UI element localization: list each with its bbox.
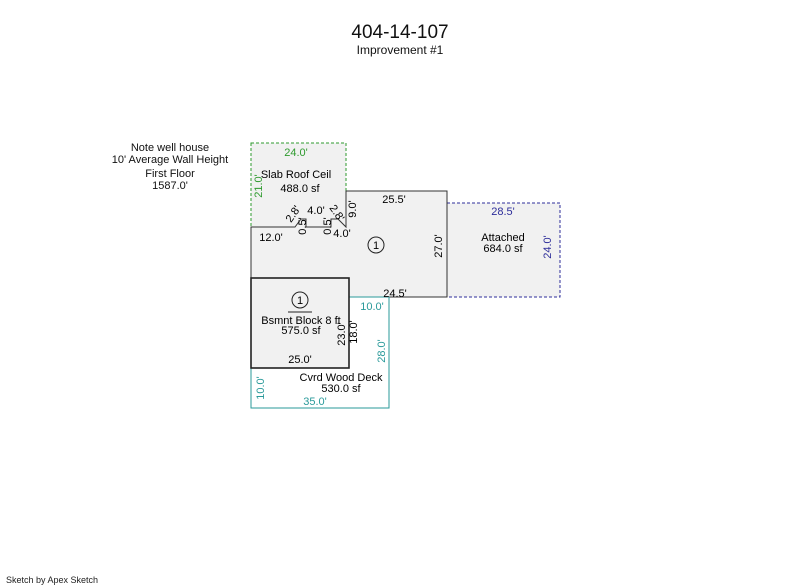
basement-area bbox=[250, 277, 350, 369]
floor-bottom-dim: 24.5' bbox=[383, 288, 407, 300]
deck-inner-dim: 18.0' bbox=[348, 320, 360, 344]
basement-bottom-dim: 25.0' bbox=[288, 354, 312, 366]
deck-bottom-dim: 35.0' bbox=[303, 396, 327, 408]
floor-notch-dim-b: 4.0' bbox=[333, 228, 350, 240]
floor-jog-dim-a: 0.5' bbox=[297, 217, 309, 234]
note-well-house: Note well house bbox=[130, 142, 210, 154]
attached-name: Attached bbox=[481, 232, 524, 244]
floor-marker-label: 1 bbox=[373, 240, 379, 252]
footer-credit: Sketch by Apex Sketch bbox=[6, 575, 99, 585]
basement-right-dim: 23.0' bbox=[336, 322, 348, 346]
note-wall-height: 10' Average Wall Height bbox=[111, 154, 229, 166]
floor-right-dim: 27.0' bbox=[433, 234, 445, 258]
floor-jog-dim-b: 0.5' bbox=[322, 217, 334, 234]
sketch-title: 404-14-107 bbox=[351, 22, 449, 43]
attached-top-dim: 28.5' bbox=[491, 206, 515, 218]
slab-name: Slab Roof Ceil bbox=[261, 169, 331, 181]
basement-marker-label: 1 bbox=[297, 295, 303, 307]
slab-left-dim: 21.0' bbox=[253, 174, 265, 198]
deck-area-label: 530.0 sf bbox=[321, 383, 361, 395]
floor-notch-dim-a: 4.0' bbox=[307, 205, 324, 217]
floor-step-dim: 9.0' bbox=[347, 200, 359, 217]
basement-marker-circle bbox=[291, 291, 309, 309]
attached-area-label: 684.0 sf bbox=[483, 243, 523, 255]
note-first-floor: First Floor bbox=[145, 168, 195, 180]
basement-area-label: 575.0 sf bbox=[281, 325, 321, 337]
floor-left-dim: 12.0' bbox=[259, 232, 283, 244]
slab-roof-area bbox=[250, 142, 347, 228]
deck-right-dim: 28.0' bbox=[376, 339, 388, 363]
slab-top-dim: 24.0' bbox=[284, 147, 308, 159]
deck-left-dim: 10.0' bbox=[255, 376, 267, 400]
floor-marker-circle bbox=[367, 236, 385, 254]
basement-name: Bsmnt Block 8 ft bbox=[261, 315, 340, 327]
attached-right-dim: 24.0' bbox=[542, 235, 554, 259]
deck-top-dim: 10.0' bbox=[360, 301, 384, 313]
sketch-subtitle: Improvement #1 bbox=[356, 43, 444, 57]
deck-name: Cvrd Wood Deck bbox=[300, 372, 383, 384]
floor-top-dim: 25.5' bbox=[382, 194, 406, 206]
slab-area: 488.0 sf bbox=[280, 183, 320, 195]
note-first-floor-perimeter: 1587.0' bbox=[152, 180, 188, 192]
